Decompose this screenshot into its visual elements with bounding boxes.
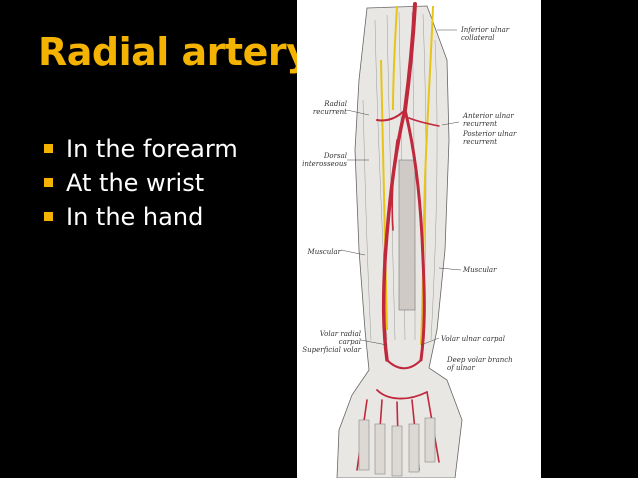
label-muscular-right: Muscular (463, 266, 497, 274)
forearm-anatomy-figure: Inferior ulnar collateral Radial recurre… (297, 0, 541, 478)
label-line: Anterior ulnar (463, 112, 514, 120)
label-dorsal-interosseous: Dorsal interosseous (301, 152, 347, 168)
label-volar-ulnar-carpal: Volar ulnar carpal (441, 335, 505, 343)
slide-title: Radial artery (38, 30, 311, 74)
label-line: of ulnar (447, 364, 475, 372)
bullet-square-icon (44, 212, 53, 221)
label-inferior-ulnar-collateral: Inferior ulnar collateral (461, 26, 509, 42)
label-anterior-ulnar-recurrent: Anterior ulnar recurrent (463, 112, 514, 128)
label-line: Radial (324, 100, 347, 108)
label-posterior-ulnar-recurrent: Posterior ulnar recurrent (463, 130, 516, 146)
label-line: interosseous (302, 160, 347, 168)
label-muscular-left: Muscular (307, 248, 341, 256)
bullet-text: At the wrist (66, 169, 205, 197)
label-radial-recurrent: Radial recurrent (307, 100, 347, 116)
label-line: Inferior ulnar (461, 26, 510, 34)
bullet-text: In the hand (66, 203, 204, 231)
label-line: recurrent (312, 108, 347, 116)
bullet-list: In the forearm At the wrist In the hand (42, 132, 238, 234)
label-volar-radial-carpal: Volar radial carpal Superficial volar (297, 330, 361, 354)
label-line: Posterior ulnar (463, 130, 517, 138)
bullet-item: In the forearm (42, 132, 238, 166)
label-line: recurrent (463, 120, 498, 128)
bullet-text: In the forearm (66, 135, 238, 163)
label-line: recurrent (463, 138, 498, 146)
label-line: collateral (461, 34, 495, 42)
bullet-item: At the wrist (42, 166, 238, 200)
bullet-square-icon (44, 178, 53, 187)
label-line: Deep volar branch (447, 356, 513, 364)
label-line: Dorsal (323, 152, 347, 160)
label-line: Superficial volar (302, 346, 361, 354)
label-line: Volar radial carpal (319, 330, 361, 346)
forearm-illustration (336, 2, 463, 478)
bullet-square-icon (44, 144, 53, 153)
label-deep-volar-branch: Deep volar branch of ulnar (447, 356, 513, 372)
bullet-item: In the hand (42, 200, 238, 234)
